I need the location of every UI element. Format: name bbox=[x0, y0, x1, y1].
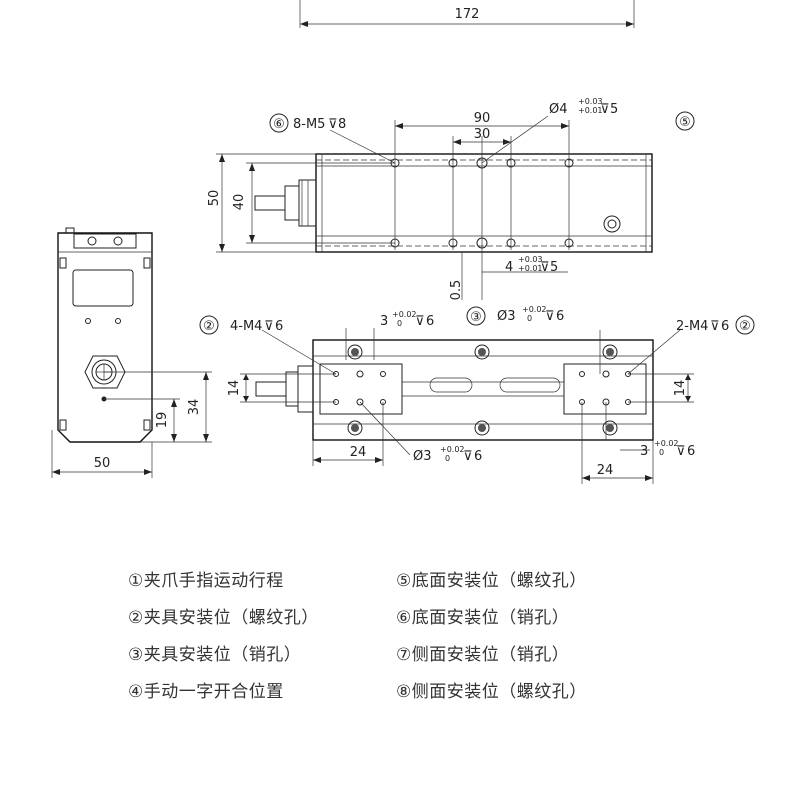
side-view: 50 34 19 bbox=[51, 227, 212, 478]
c6-text: 8-M5 bbox=[293, 117, 325, 132]
dim-0-5: 0.5 bbox=[449, 280, 464, 301]
svg-text:⊽: ⊽ bbox=[540, 260, 550, 275]
dim-14-right: 14 bbox=[673, 380, 688, 397]
svg-text:+0.02: +0.02 bbox=[440, 445, 465, 454]
legend-item-5: ⑤底面安装位（螺纹孔） bbox=[396, 571, 587, 591]
svg-text:②: ② bbox=[203, 319, 215, 334]
legend-item-7: ⑦侧面安装位（销孔） bbox=[396, 645, 570, 665]
svg-text:0: 0 bbox=[445, 454, 450, 463]
callout-3-d: 3 +0.02 0 ⊽ 6 bbox=[640, 439, 695, 459]
callout-pin-top: Ø4 +0.03 +0.01 ⊽ 5 bbox=[549, 97, 618, 117]
svg-text:⊽: ⊽ bbox=[545, 309, 555, 324]
svg-text:Ø3: Ø3 bbox=[497, 309, 516, 324]
svg-text:⊽: ⊽ bbox=[328, 117, 338, 132]
svg-text:②: ② bbox=[739, 319, 751, 334]
callout-3: ③ Ø3 +0.02 0 ⊽ 6 bbox=[466, 305, 564, 326]
svg-text:Ø4: Ø4 bbox=[549, 102, 568, 117]
svg-text:4: 4 bbox=[505, 260, 513, 275]
dim-90: 90 bbox=[474, 111, 491, 126]
svg-text:+0.02: +0.02 bbox=[522, 305, 547, 314]
callout-3-c: Ø3 +0.02 0 ⊽ 6 bbox=[413, 445, 482, 464]
svg-text:⊽: ⊽ bbox=[676, 444, 686, 459]
svg-text:+0.01: +0.01 bbox=[518, 264, 543, 273]
svg-text:0: 0 bbox=[527, 314, 532, 323]
svg-text:⊽: ⊽ bbox=[415, 314, 425, 329]
svg-text:⊽: ⊽ bbox=[600, 102, 610, 117]
callout-5: ⑤ bbox=[675, 111, 695, 131]
svg-text:⊽: ⊽ bbox=[710, 319, 720, 334]
dim-30: 30 bbox=[474, 127, 491, 142]
dim-40: 40 bbox=[232, 194, 247, 211]
bottom-view: 14 14 24 24 bbox=[227, 328, 694, 484]
top-width-dimension: 172 bbox=[299, 0, 635, 28]
svg-text:⑥: ⑥ bbox=[273, 117, 285, 132]
svg-text:0: 0 bbox=[659, 448, 664, 457]
svg-text:+0.02: +0.02 bbox=[654, 439, 679, 448]
svg-text:6: 6 bbox=[426, 314, 434, 329]
legend-item-2: ②夹具安装位（螺纹孔） bbox=[128, 608, 319, 628]
legend-item-6: ⑥底面安装位（销孔） bbox=[396, 608, 570, 628]
legend-item-1: ①夹爪手指运动行程 bbox=[128, 571, 284, 591]
svg-text:⑤: ⑤ bbox=[679, 115, 691, 130]
svg-text:3: 3 bbox=[640, 444, 648, 459]
dim-24-right: 24 bbox=[597, 463, 614, 478]
dim-side-19: 19 bbox=[155, 412, 170, 429]
legend-item-3: ③夹具安装位（销孔） bbox=[128, 645, 302, 665]
svg-text:6: 6 bbox=[474, 449, 482, 464]
legend-item-8: ⑧侧面安装位（螺纹孔） bbox=[396, 682, 587, 702]
dim-172: 172 bbox=[455, 7, 480, 22]
svg-text:⊽: ⊽ bbox=[264, 319, 274, 334]
callout-3-a: 3 +0.02 0 ⊽ 6 bbox=[380, 310, 434, 329]
svg-text:8: 8 bbox=[338, 117, 346, 132]
svg-text:+0.03: +0.03 bbox=[518, 255, 543, 264]
dim-side-34: 34 bbox=[187, 399, 202, 416]
top-view: 90 30 50 40 0.5 bbox=[207, 111, 653, 301]
svg-text:6: 6 bbox=[275, 319, 283, 334]
svg-text:6: 6 bbox=[721, 319, 729, 334]
callout-6: ⑥ 8-M5 ⊽ 8 bbox=[269, 113, 346, 133]
dim-side-50: 50 bbox=[94, 456, 111, 471]
svg-text:5: 5 bbox=[550, 260, 558, 275]
svg-text:+0.03: +0.03 bbox=[578, 97, 603, 106]
svg-text:⊽: ⊽ bbox=[463, 449, 473, 464]
svg-text:3: 3 bbox=[380, 314, 388, 329]
svg-text:+0.02: +0.02 bbox=[392, 310, 417, 319]
svg-text:6: 6 bbox=[687, 444, 695, 459]
legend-item-4: ④手动一字开合位置 bbox=[128, 682, 284, 702]
svg-text:+0.01: +0.01 bbox=[578, 106, 603, 115]
dim-14-left: 14 bbox=[227, 380, 242, 397]
callout-slot-top: 4 +0.03 +0.01 ⊽ 5 bbox=[505, 255, 558, 275]
callout-2-left: ② 4-M4 ⊽ 6 bbox=[199, 315, 283, 335]
svg-text:6: 6 bbox=[556, 309, 564, 324]
svg-text:0: 0 bbox=[397, 319, 402, 328]
dim-50: 50 bbox=[207, 190, 222, 207]
callout-2-right: 2-M4 ⊽ 6 ② bbox=[676, 315, 755, 335]
svg-text:4-M4: 4-M4 bbox=[230, 319, 262, 334]
svg-text:Ø3: Ø3 bbox=[413, 449, 432, 464]
dim-24-left: 24 bbox=[350, 445, 367, 460]
svg-text:③: ③ bbox=[470, 310, 482, 325]
svg-text:2-M4: 2-M4 bbox=[676, 319, 708, 334]
svg-text:5: 5 bbox=[610, 102, 618, 117]
